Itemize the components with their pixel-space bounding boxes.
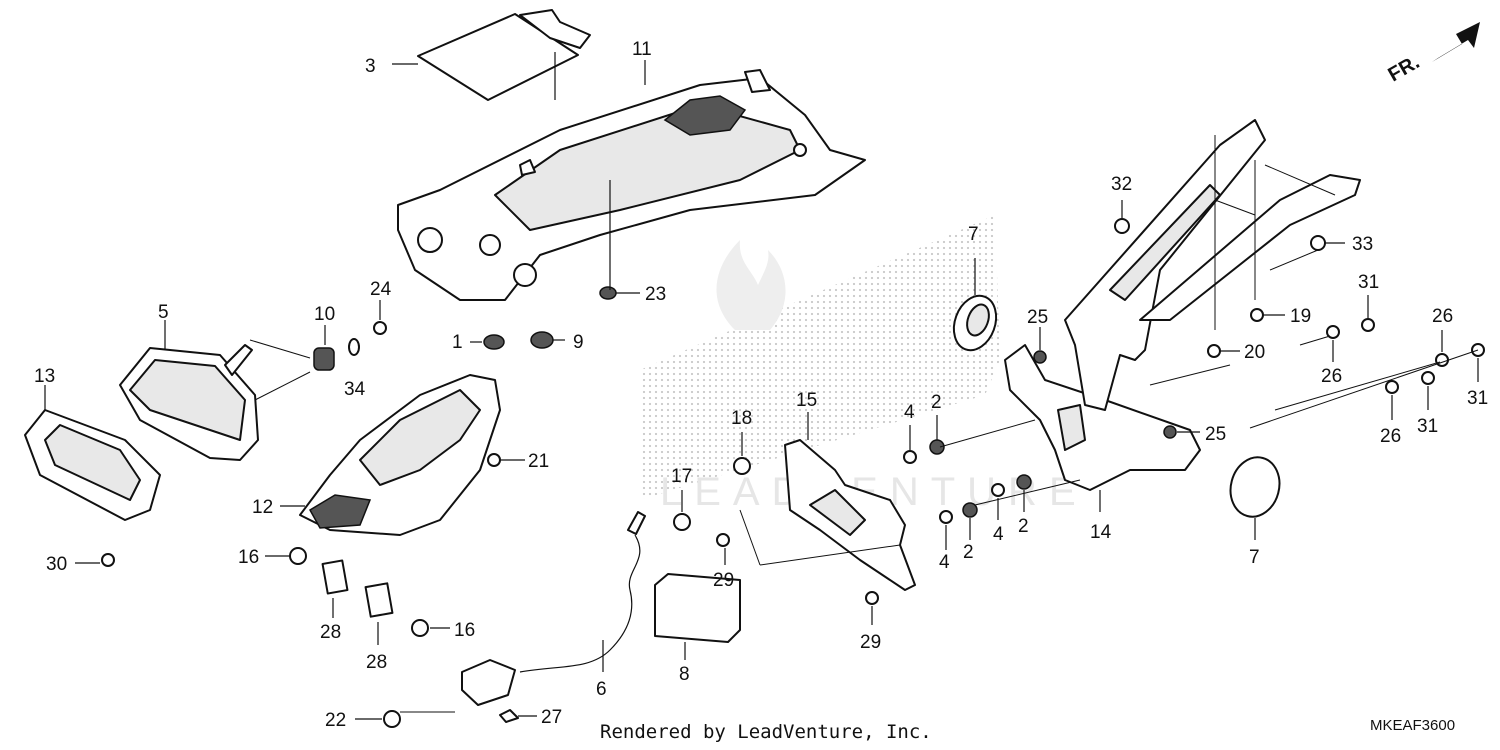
license-stay [1004, 344, 1201, 491]
callout-25a: 25 [1027, 307, 1048, 328]
callout-17: 17 [671, 466, 692, 487]
callout-7a: 7 [968, 224, 979, 245]
callout-19: 19 [1290, 306, 1311, 327]
callout-11: 11 [632, 39, 652, 60]
leader-lines [44, 52, 1479, 720]
callout-31a: 31 [1358, 272, 1379, 293]
callout-1: 1 [452, 332, 463, 353]
taillight-housing [24, 409, 161, 521]
callout-14: 14 [1090, 522, 1112, 543]
callout-2b: 2 [963, 542, 974, 563]
callout-9: 9 [573, 332, 584, 353]
callout-4a: 4 [904, 402, 915, 423]
taillight [119, 344, 259, 461]
callout-34: 34 [344, 379, 366, 400]
callout-26c: 26 [1380, 426, 1401, 447]
callout-20: 20 [1244, 342, 1265, 363]
callout-13: 13 [34, 366, 55, 387]
callout-5: 5 [158, 302, 169, 323]
callout-28a: 28 [320, 622, 341, 643]
callout-3: 3 [365, 56, 376, 77]
license-light-harness [383, 511, 646, 728]
callout-28b: 28 [366, 652, 387, 673]
front-direction-indicator: FR. [1385, 22, 1480, 86]
seal-sheet [417, 9, 591, 101]
caption: Rendered by LeadVenture, Inc. [600, 721, 932, 743]
callout-18: 18 [731, 408, 752, 429]
callout-8: 8 [679, 664, 690, 685]
diagram-code: MKEAF3600 [1370, 717, 1455, 734]
rubber-cap [952, 294, 1281, 518]
callout-33: 33 [1352, 234, 1373, 255]
callout-6: 6 [596, 679, 607, 700]
callout-31b: 31 [1467, 388, 1488, 409]
reflector [654, 573, 741, 643]
direction-label: FR. [1385, 51, 1424, 86]
callout-16b: 16 [454, 620, 475, 641]
rear-cowl [299, 374, 501, 536]
callout-30: 30 [46, 554, 67, 575]
callout-7b: 7 [1249, 547, 1260, 568]
callout-4b: 4 [939, 552, 950, 573]
callout-21: 21 [528, 451, 549, 472]
callout-29b: 29 [860, 632, 881, 653]
callout-32: 32 [1111, 174, 1132, 195]
callout-24: 24 [370, 279, 392, 300]
callout-25b: 25 [1205, 424, 1226, 445]
collars-washers [903, 439, 1032, 524]
callout-26a: 26 [1432, 306, 1453, 327]
callout-15: 15 [796, 390, 817, 411]
callout-4c: 4 [993, 524, 1004, 545]
callout-labels: 3 11 1 9 23 24 10 34 5 13 12 21 16 16 30… [34, 39, 1488, 731]
callout-16a: 16 [238, 547, 259, 568]
callout-10: 10 [314, 304, 335, 325]
flame-logo-icon [716, 240, 786, 330]
license-bracket [784, 439, 916, 591]
callout-26b: 26 [1321, 366, 1342, 387]
arrow-up-right-icon [1432, 22, 1480, 62]
mount-grommet [313, 347, 335, 371]
callout-2a: 2 [931, 392, 942, 413]
callout-12: 12 [252, 497, 273, 518]
rear-frame-bracket [1064, 119, 1361, 411]
callout-23: 23 [645, 284, 666, 305]
callout-22: 22 [325, 710, 346, 731]
rear-fender [397, 69, 866, 301]
callout-2c: 2 [1018, 516, 1029, 537]
callout-31c: 31 [1417, 416, 1438, 437]
callout-27: 27 [541, 707, 562, 728]
callout-29a: 29 [713, 570, 734, 591]
